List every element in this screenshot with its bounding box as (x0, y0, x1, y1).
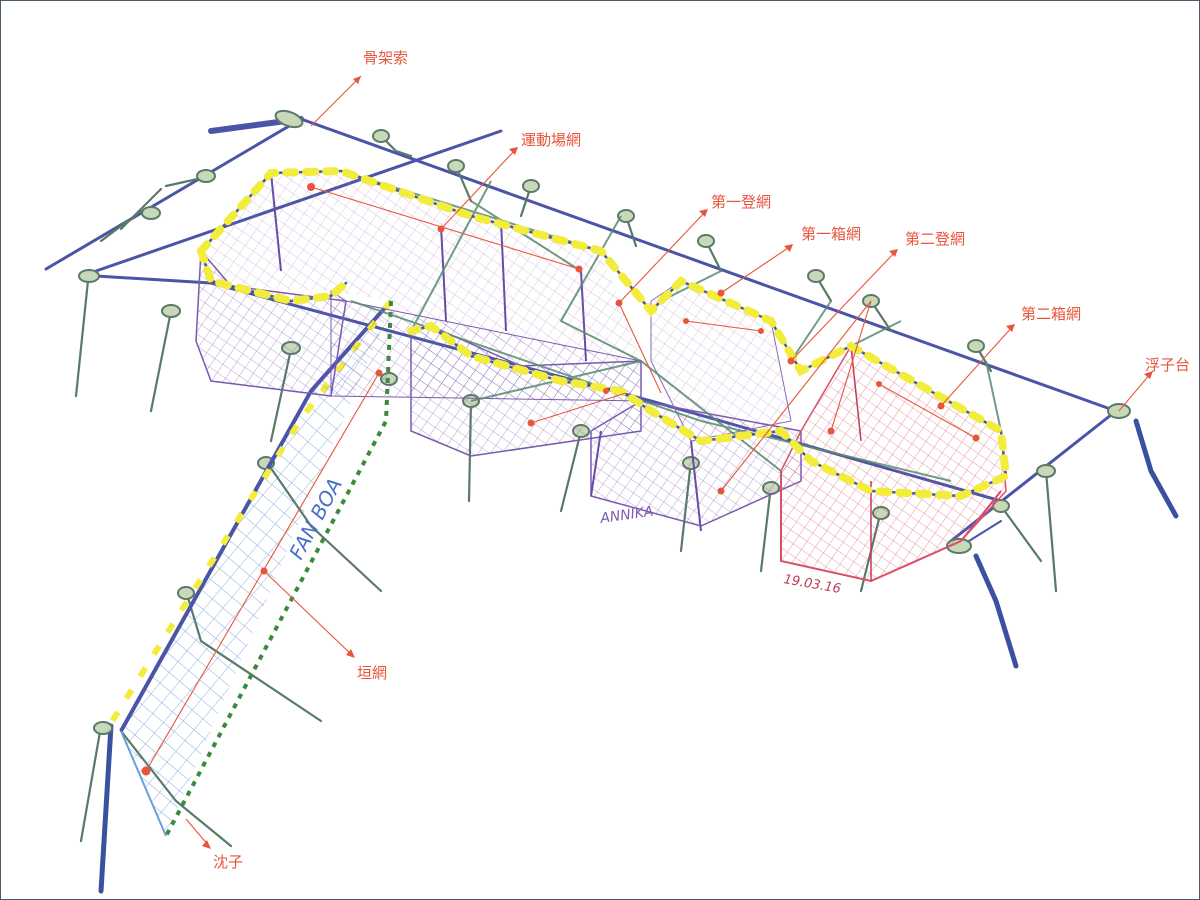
label-second-climb-net: 第二登網 (905, 230, 965, 248)
label-sinker: 沈子 (213, 853, 243, 871)
label-first-box-net: 第一箱網 (801, 225, 861, 243)
label-leader-net: 垣網 (357, 664, 387, 682)
label-float-platform: 浮子台 (1145, 356, 1190, 374)
label-second-box-net: 第二箱網 (1021, 305, 1081, 323)
signature-date: 19.03.16 (782, 572, 842, 597)
label-first-climb-net: 第一登網 (711, 193, 771, 211)
label-playground-net: 運動場網 (521, 131, 581, 149)
signature-name: ANNIKA (598, 504, 654, 527)
label-frame-rope: 骨架索 (363, 49, 408, 67)
